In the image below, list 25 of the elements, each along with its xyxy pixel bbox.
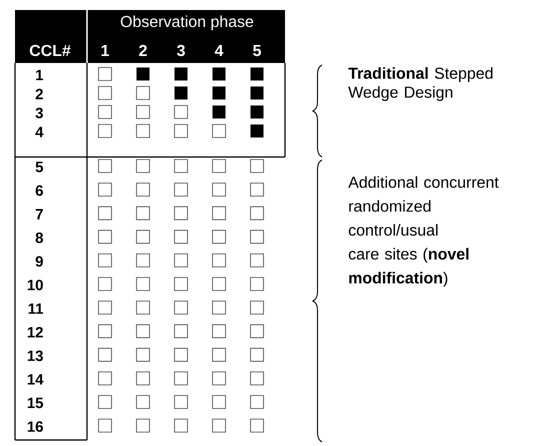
row-number: 7: [36, 209, 43, 220]
row-number: 16: [28, 421, 43, 432]
row-number: 10: [28, 280, 43, 290]
row-number: 13: [28, 350, 43, 362]
row-number: 5: [36, 162, 44, 172]
row-number: 12: [28, 326, 43, 338]
row-number: 4: [35, 126, 44, 138]
column-header: 5: [253, 45, 261, 56]
column-header: CCL#: [30, 44, 71, 56]
row-number: 2: [36, 88, 43, 100]
header-title: Observation phase: [120, 15, 254, 30]
row-number: 8: [36, 232, 44, 244]
brace-label: Traditional Stepped Wedge Design: [348, 67, 492, 101]
brace-label: Additional concurrent randomized control/usual care sites (novel modification): [348, 176, 499, 287]
column-header: 2: [139, 44, 147, 56]
row-number: 15: [28, 398, 44, 408]
row-number: 3: [36, 108, 43, 118]
row-number: 14: [28, 374, 44, 385]
row-number: 1: [36, 70, 44, 80]
row-number: 6: [36, 185, 43, 196]
row-number: 11: [28, 303, 44, 314]
column-header: 3: [176, 44, 185, 56]
column-header: 4: [214, 45, 224, 56]
row-number: 9: [36, 256, 43, 267]
column-header: 1: [102, 45, 109, 56]
